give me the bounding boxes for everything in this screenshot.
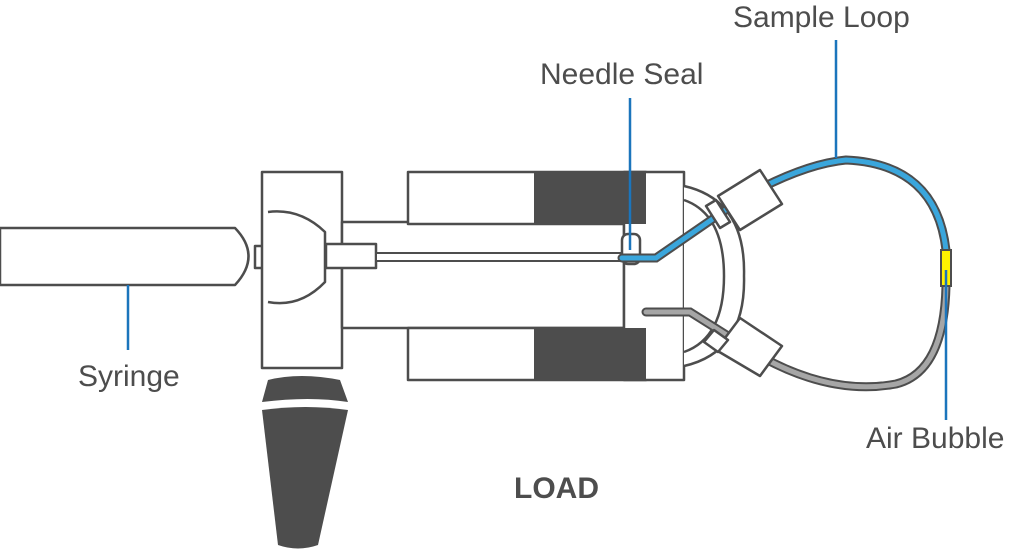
label-mode-load: LOAD — [514, 472, 599, 505]
loop-fitting-upper-ferrule — [704, 198, 732, 230]
label-sample-loop: Sample Loop — [733, 1, 910, 34]
valve-body — [340, 220, 626, 330]
valve-rotor-inner — [683, 198, 726, 354]
label-needle-seal: Needle Seal — [540, 58, 704, 91]
needle-port-inner — [267, 210, 327, 305]
valve-handle — [262, 376, 348, 402]
label-syringe: Syringe — [78, 360, 180, 393]
valve-handle-grip — [262, 407, 348, 549]
syringe-barrel — [0, 226, 250, 287]
loop-fitting-upper-nut — [716, 168, 784, 232]
stator-dark-block-lower — [534, 328, 646, 380]
needle-holder — [324, 242, 378, 270]
stator-dark-block-upper — [534, 172, 646, 224]
needle — [375, 252, 627, 262]
loop-fitting-lower-ferrule — [702, 328, 730, 354]
loop-fitting-lower-nut — [714, 316, 784, 378]
label-air-bubble: Air Bubble — [866, 422, 1005, 455]
